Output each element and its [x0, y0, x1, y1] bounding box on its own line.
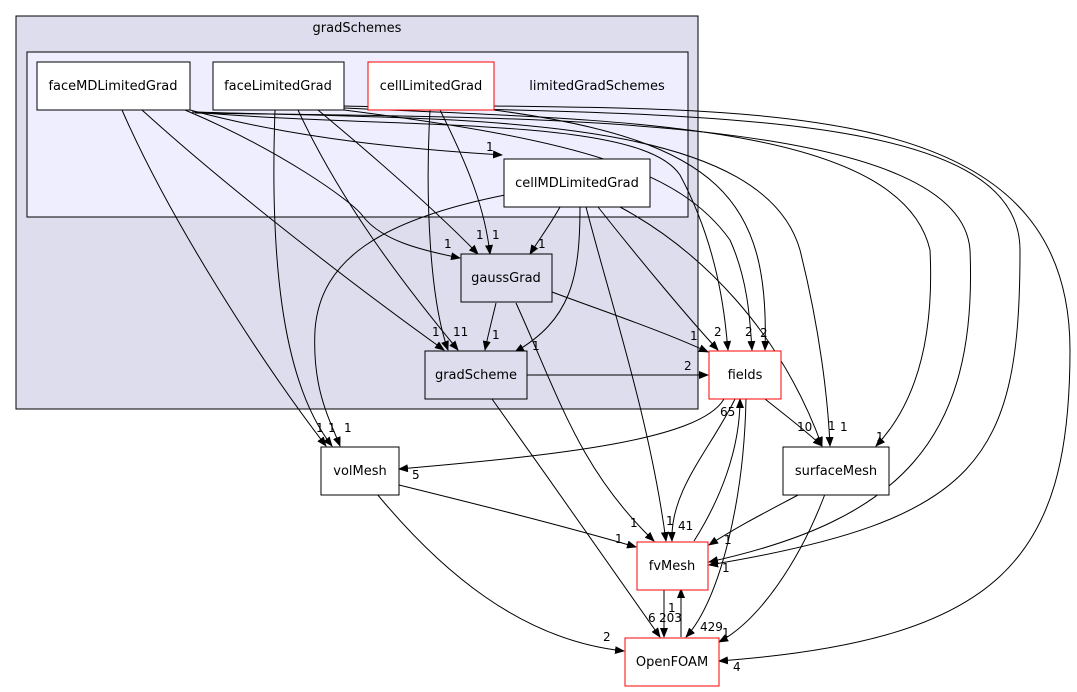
edge-label: 1 [486, 140, 494, 154]
edge-label: 1 [690, 329, 698, 343]
edge-label: 1 [328, 421, 336, 435]
edge-cellMDLimitedGrad-fields [597, 206, 719, 351]
edge-cellMDLimitedGrad-surfaceMesh [619, 206, 823, 447]
edge-label: 2 [603, 630, 611, 644]
node-surfaceMesh[interactable]: surfaceMesh [782, 446, 890, 496]
edge-cellMDLimitedGrad-fvMesh [585, 206, 669, 542]
edge-label: 1 [444, 237, 452, 251]
edge-label: 1 [666, 514, 674, 528]
edges [121, 105, 1071, 665]
edge-faceMDLimitedGrad-surfaceMesh [194, 111, 834, 447]
node-label: faceLimitedGrad [224, 79, 332, 94]
node-cellLimitedGrad[interactable]: cellLimitedGrad [367, 61, 495, 111]
cluster-limitedGradSchemes-label: limitedGradSchemes [529, 79, 665, 94]
edge-label: 2 [745, 325, 753, 339]
edge-label: 1 [876, 430, 884, 444]
edge-cellLimitedGrad-gaussGrad [439, 109, 493, 255]
edge-surfaceMesh-fvMesh [708, 493, 801, 546]
edge-label: 1 [615, 532, 623, 546]
edge-fields-volMesh [398, 398, 725, 473]
node-fvMesh[interactable]: fvMesh [636, 541, 709, 591]
node-label: fields [728, 368, 763, 383]
edge-fvMesh-fields [693, 398, 744, 542]
node-label: surfaceMesh [795, 464, 877, 479]
edge-faceMDLimitedGrad-volMesh [121, 109, 327, 447]
edge-label: 1 [668, 601, 676, 615]
edge-label: 429 [700, 620, 723, 634]
edge-label: 1 [532, 339, 540, 353]
node-label: cellLimitedGrad [380, 79, 482, 94]
edge-faceLimitedGrad-gaussGrad [317, 109, 479, 255]
edge-surfaceMesh-OpenFOAM [718, 493, 826, 643]
edge-gradScheme-OpenFOAM [491, 398, 661, 638]
edge-cellLimitedGrad-fields [493, 109, 770, 351]
node-label: volMesh [333, 464, 387, 479]
edge-label: 1 [344, 421, 352, 435]
edge-label: 4 [733, 660, 741, 674]
edge-label: 1 [316, 421, 324, 435]
edge-volMesh-fvMesh [398, 484, 637, 549]
node-faceLimitedGrad[interactable]: faceLimitedGrad [212, 61, 345, 111]
node-volMesh[interactable]: volMesh [320, 446, 400, 496]
edge-faceLimitedGrad-gradScheme [297, 109, 459, 351]
edge-fields-surfaceMesh [764, 398, 823, 447]
node-faceMDLimitedGrad[interactable]: faceMDLimitedGrad [36, 61, 191, 111]
edge-cellMDLimitedGrad-gaussGrad [529, 206, 561, 255]
edge-label: 2 [760, 326, 768, 340]
edge-label: 1 [432, 325, 440, 339]
edge-label: 1 [724, 533, 732, 547]
node-label: gradScheme [435, 368, 517, 383]
edge-cellLimitedGrad-OpenFOAM [493, 105, 1071, 665]
edge-label: 1 [722, 626, 730, 640]
edge-label: 5 [412, 468, 420, 482]
node-gradScheme[interactable]: gradScheme [424, 350, 528, 400]
node-cellMDLimitedGrad[interactable]: cellMDLimitedGrad [503, 158, 651, 208]
edge-faceLimitedGrad-fields [343, 109, 756, 351]
node-OpenFOAM[interactable]: OpenFOAM [624, 637, 720, 687]
node-label: faceMDLimitedGrad [48, 79, 177, 94]
edge-label: 1 [492, 328, 500, 342]
edge-label: 1 [538, 237, 546, 251]
node-label: gaussGrad [471, 271, 541, 286]
edge-label: 2 [684, 359, 692, 373]
edge-faceLimitedGrad-volMesh [273, 109, 333, 447]
edge-gaussGrad-gradScheme [482, 302, 497, 351]
edge-faceMDLimitedGrad-fields [191, 111, 732, 351]
edge-label: 10 [797, 420, 812, 434]
edge-label: 1 [476, 228, 484, 242]
node-label: OpenFOAM [636, 655, 708, 670]
edge-gaussGrad-fields [551, 291, 709, 353]
edge-label: 1 [630, 516, 638, 530]
edge-label: 1 [828, 419, 836, 433]
edge-faceMDLimitedGrad-gradScheme [141, 109, 445, 351]
node-gaussGrad[interactable]: gaussGrad [460, 253, 553, 303]
edge-label: 41 [678, 519, 693, 533]
edge-volMesh-OpenFOAM [376, 493, 625, 655]
edge-gaussGrad-fvMesh [515, 302, 655, 542]
edge-label: 2 [714, 325, 722, 339]
node-label: cellMDLimitedGrad [515, 176, 639, 191]
edge-label: 1 [722, 561, 730, 575]
edge-cellLimitedGrad-gradScheme [427, 109, 449, 351]
cluster-gradSchemes-label: gradSchemes [313, 21, 402, 36]
edge-faceLimitedGrad-fvMesh [343, 105, 1021, 568]
edge-fields-fvMesh [667, 398, 736, 542]
edge-fields-OpenFOAM [685, 398, 747, 638]
edge-labels: 1 1 1 1 1 1 1 11 1 1 2 2 2 2 1 1 1 5 65 … [316, 140, 884, 674]
node-label: fvMesh [649, 559, 696, 574]
edge-label: 203 [659, 611, 682, 625]
edge-label: 1 [492, 228, 500, 242]
node-fields[interactable]: fields [708, 350, 782, 400]
edge-label: 6 [648, 611, 656, 625]
edge-cellMDLimitedGrad-volMesh [314, 194, 506, 447]
edge-label: 11 [453, 325, 468, 339]
edge-label: 65 [720, 405, 735, 419]
edge-faceMDLimitedGrad-gaussGrad [184, 109, 461, 261]
edge-label: 1 [840, 420, 848, 434]
